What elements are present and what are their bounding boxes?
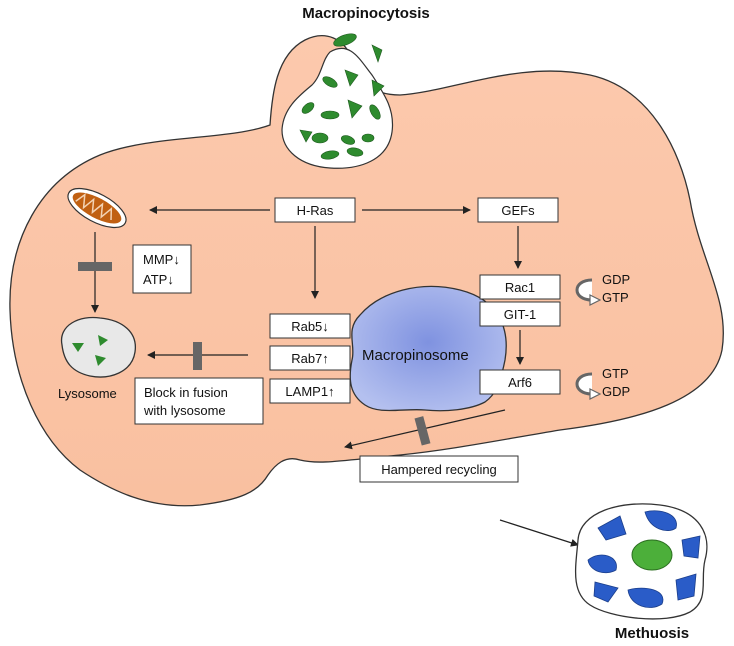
hras-box bbox=[274, 197, 356, 223]
arf6-gdp-label: GDP bbox=[602, 384, 630, 399]
block-fusion-line1: Block in fusion bbox=[144, 385, 228, 400]
lysosome-label: Lysosome bbox=[58, 386, 117, 401]
rac1-box bbox=[479, 274, 561, 300]
git1-box bbox=[479, 301, 561, 327]
inhibitor-bar-mito bbox=[78, 262, 112, 271]
methuosis-cell bbox=[574, 503, 708, 620]
rab5-box bbox=[269, 313, 351, 339]
block-fusion-line2: with lysosome bbox=[143, 403, 226, 418]
macropinosome bbox=[349, 285, 507, 412]
mitochondria-icon bbox=[67, 187, 127, 229]
lamp1-box bbox=[269, 378, 351, 404]
hampered-recycling-box bbox=[359, 455, 519, 483]
rac1-gdp-label: GDP bbox=[602, 272, 630, 287]
macropinosome-label: Macropinosome bbox=[362, 347, 469, 364]
arf6-label: Arf6 bbox=[508, 375, 532, 390]
gefs-label: GEFs bbox=[501, 203, 535, 218]
gefs-box bbox=[477, 197, 559, 223]
rac1-gtp-label: GTP bbox=[602, 290, 629, 305]
arf6-gtp-label: GTP bbox=[602, 366, 629, 381]
title-methuosis: Methuosis bbox=[615, 625, 689, 642]
atp-label: ATP↓ bbox=[143, 272, 174, 287]
rac1-label: Rac1 bbox=[505, 280, 535, 295]
block-fusion-box bbox=[134, 377, 264, 425]
arrow-to-methuosis bbox=[499, 519, 579, 547]
arf6-cycle-icon bbox=[575, 372, 602, 400]
rab5-label: Rab5↓ bbox=[291, 319, 329, 334]
rab7-label: Rab7↑ bbox=[291, 351, 329, 366]
lamp1-label: LAMP1↑ bbox=[285, 384, 334, 399]
rab7-box bbox=[269, 345, 351, 371]
title-macropinocytosis: Macropinocytosis bbox=[302, 5, 430, 22]
rac1-cycle-icon bbox=[575, 278, 602, 306]
hras-label: H-Ras bbox=[297, 203, 334, 218]
git1-label: GIT-1 bbox=[504, 307, 537, 322]
mmp-atp-box bbox=[132, 244, 192, 294]
arf6-box bbox=[479, 369, 561, 395]
inhibitor-bar-fusion bbox=[193, 342, 202, 370]
green-particles bbox=[299, 33, 385, 160]
lysosome bbox=[60, 316, 136, 378]
inhibitor-bar-recycling bbox=[414, 416, 431, 446]
mmp-label: MMP↓ bbox=[143, 252, 180, 267]
hampered-recycling-label: Hampered recycling bbox=[381, 462, 497, 477]
